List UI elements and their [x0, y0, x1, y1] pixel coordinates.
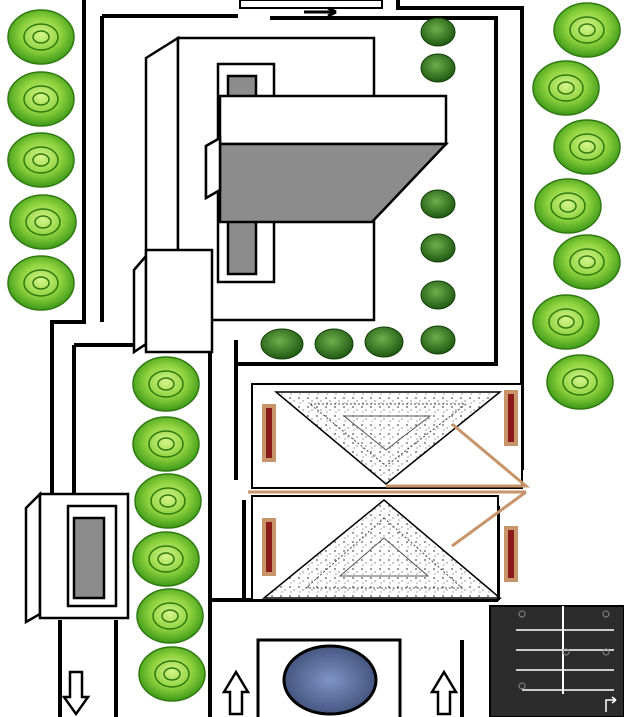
main-building-overhang [204, 135, 222, 201]
pond [282, 644, 378, 716]
tree-icon [134, 473, 202, 529]
shrub-icon [420, 280, 456, 310]
road-left-inner [100, 14, 238, 322]
parking-lot [489, 605, 624, 717]
garden-upper [251, 383, 523, 489]
arrow-down-icon [61, 670, 91, 717]
road-top-inner [234, 16, 498, 366]
shrub-icon [314, 328, 354, 360]
main-building-upper-wing-top [218, 94, 448, 146]
garden-lower-triangle [261, 499, 503, 599]
diagonal-path [248, 422, 531, 548]
bench-seat [508, 530, 514, 578]
benches [262, 390, 518, 582]
trees [7, 2, 621, 702]
shrub-icon [420, 325, 456, 355]
shrub-icon [420, 17, 456, 47]
west-building [24, 490, 130, 625]
arrow-up-icon [221, 669, 251, 716]
road-left-outer [50, 0, 86, 495]
garden-lower-triangle-core [338, 537, 430, 577]
tree-icon [553, 2, 621, 58]
parking-marker [602, 648, 610, 656]
tree-icon [132, 531, 200, 587]
tree-icon [132, 416, 200, 472]
garden-upper-triangle [273, 391, 503, 485]
main-building-upper-wing-shadow [218, 142, 449, 224]
parking-surface [489, 605, 624, 717]
entrance-arrows [61, 669, 459, 717]
arrow-up-icon [429, 669, 459, 716]
tree-icon [553, 119, 621, 175]
connector-block-front [144, 248, 214, 354]
north-gate-arrow [304, 6, 337, 18]
garden-lower [251, 495, 503, 601]
tree-icon [532, 60, 600, 116]
shrub-icon [420, 53, 456, 83]
tree-icon [546, 354, 614, 410]
north-gate [239, 0, 383, 9]
west-building-shadow [72, 516, 106, 600]
tree-icon [7, 132, 75, 188]
garden-upper-triangle-inner [308, 403, 468, 467]
parking-entry-arrow-icon [605, 696, 617, 712]
shrubs [260, 17, 456, 360]
parking-marker [602, 610, 610, 618]
tree-icon [532, 294, 600, 350]
tree-icon [7, 71, 75, 127]
bench-seat [266, 408, 272, 458]
pond-area [256, 638, 402, 717]
shrub-icon [260, 328, 304, 360]
tree-icon [9, 194, 77, 250]
tree-icon [7, 9, 75, 65]
tree-icon [7, 255, 75, 311]
garden-upper-triangle-core [342, 415, 432, 451]
road-top-right [396, 0, 524, 378]
west-building-side [24, 490, 42, 625]
connector-block [132, 248, 214, 355]
road-bottom-left [58, 620, 118, 717]
garden-lower-triangle-inner [304, 517, 464, 589]
shrub-icon [420, 189, 456, 219]
shrub-icon [364, 326, 404, 358]
bench-seat [508, 394, 514, 442]
tree-icon [138, 646, 206, 702]
tree-icon [136, 588, 204, 644]
parking-marker [518, 610, 526, 618]
bench-seat [266, 522, 272, 572]
parking-marker [562, 648, 570, 656]
tree-icon [132, 356, 200, 412]
shrub-icon [420, 233, 456, 263]
tree-icon [534, 178, 602, 234]
tree-icon [553, 234, 621, 290]
parking-marker [518, 682, 526, 690]
connector-block-side [132, 252, 148, 355]
